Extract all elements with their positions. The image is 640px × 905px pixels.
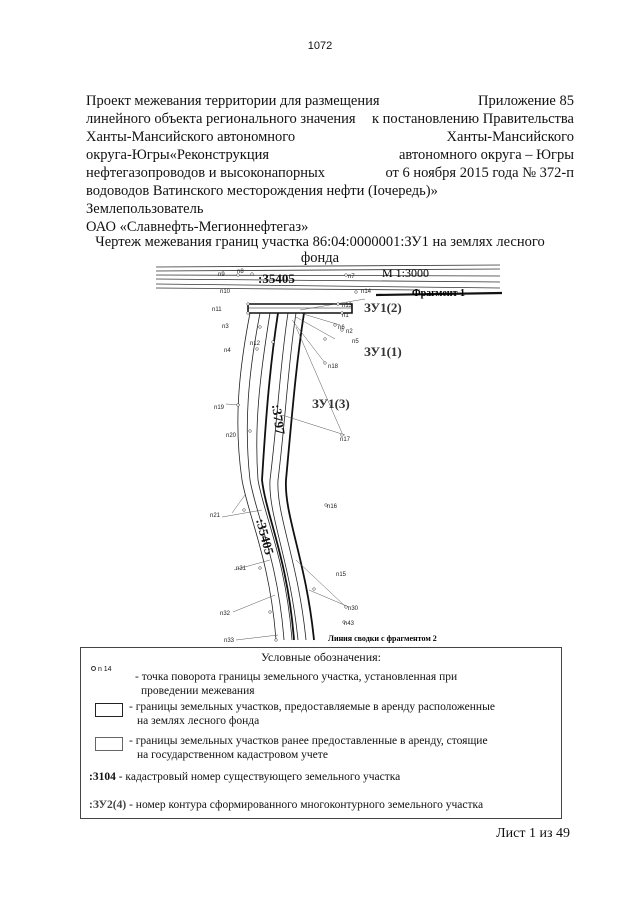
legend-item: - границы земельных участков, предоставл…	[129, 700, 495, 728]
legend-item: - границы земельных участков ранее предо…	[129, 734, 488, 762]
project-title-line: нефтегазопроводов и высоконапорных	[86, 165, 325, 181]
registered-boundary-symbol	[95, 737, 123, 751]
point-label: n21	[210, 513, 221, 519]
point-label: n12	[250, 341, 261, 347]
point-label: n5	[352, 339, 359, 345]
point-circle-icon	[91, 666, 96, 671]
project-title-line: водоводов Ватинского месторождения нефти…	[86, 183, 438, 199]
contour-symbol: :ЗУ2(4)	[89, 799, 127, 811]
drawing-title-line: Чертеж межевания границ участка 86:04:00…	[95, 234, 545, 250]
project-title-line: линейного объекта регионального значения	[86, 111, 356, 127]
legend-item: - точка поворота границы земельного учас…	[135, 670, 457, 698]
page-number: 1072	[307, 40, 333, 52]
boundary-map: n9 n8 n7 n14 n13 n1 n10 n11 n3 n4 n12 n6…	[155, 264, 503, 644]
point-label: n8	[237, 269, 244, 275]
appendix-line: Приложение 85	[478, 93, 574, 109]
fragment-rail	[375, 291, 503, 297]
appendix-line: автономного округа – Югры	[398, 147, 574, 163]
leader-lines	[221, 298, 366, 641]
legend-text: проведении межевания	[141, 685, 255, 697]
project-title-line: Проект межевания территории для размещен…	[86, 93, 380, 109]
drawing-title-line: фонда	[300, 250, 340, 266]
point-label: n11	[212, 307, 222, 313]
point-label: n43	[344, 621, 355, 627]
project-title-block: Проект межевания территории для размещен…	[86, 92, 438, 236]
point-symbol: n 14	[91, 666, 112, 673]
cadastral-symbol: :3104	[89, 771, 116, 783]
turning-points	[236, 272, 358, 642]
cadastral-number: :35405	[253, 517, 277, 557]
point-label: n20	[226, 433, 237, 439]
pipeline-corridor	[237, 312, 307, 641]
point-label: n33	[224, 638, 235, 644]
project-title-line: Ханты-Мансийского автономного	[86, 129, 296, 145]
point-label: n13	[342, 303, 353, 309]
point-label: n2	[346, 329, 353, 335]
contour-label: ЗУ1(2)	[364, 300, 402, 315]
legend-text: - границы земельных участков ранее предо…	[129, 735, 488, 747]
legend-text: - границы земельных участков, предоставл…	[129, 701, 495, 713]
point-label: n17	[340, 437, 351, 443]
point-label: n1	[342, 313, 349, 319]
land-user-label: Землепользователь	[86, 201, 204, 217]
contour-label: ЗУ1(3)	[312, 396, 350, 411]
point-label: n9	[218, 272, 225, 278]
point-label: n3	[222, 324, 229, 330]
point-label: n18	[328, 364, 339, 370]
point-label: n6	[338, 325, 345, 331]
cadastral-number: :3797	[269, 403, 288, 436]
fragment-label: Фрагмент 1	[412, 288, 465, 299]
legend-item: :3104 - кадастровый номер существующего …	[89, 770, 400, 784]
legend-text: - точка поворота границы земельного учас…	[135, 671, 458, 683]
appendix-line: Ханты-Мансийского	[446, 129, 574, 145]
point-label: n4	[224, 348, 231, 354]
point-label: n7	[348, 274, 355, 280]
sheet-number: Лист 1 из 49	[496, 826, 570, 841]
contour-label: ЗУ1(1)	[364, 344, 402, 359]
point-label: n16	[327, 504, 338, 510]
drawing-title: Чертеж межевания границ участка 86:04:00…	[0, 234, 640, 266]
appendix-line: от 6 ноября 2015 года № 372-п	[385, 165, 575, 181]
legend-text: - номер контура сформированного многокон…	[129, 799, 484, 811]
legend-item: :ЗУ2(4) - номер контура сформированного …	[89, 798, 483, 812]
lease-boundary-symbol	[95, 703, 123, 717]
scale-label: М 1:3000	[382, 266, 429, 280]
point-label: n19	[214, 405, 225, 411]
legend-text: на государственном кадастровом учете	[137, 749, 328, 761]
legend-title: Условные обозначения:	[260, 650, 382, 664]
legend-text: на землях лесного фонда	[137, 715, 260, 727]
point-label: n14	[361, 289, 372, 295]
point-symbol-label: n 14	[97, 666, 112, 673]
cadastral-number: :35405	[258, 271, 295, 286]
point-label: n31	[236, 566, 247, 572]
legend-text: - кадастровый номер существующего земель…	[118, 771, 401, 783]
land-user-name: ОАО «Славнефть-Мегионнефтегаз»	[86, 219, 309, 235]
appendix-line: к постановлению Правительства	[372, 111, 574, 127]
point-label: n30	[348, 606, 359, 612]
project-title-line: округа-Югры«Реконструкция	[86, 147, 270, 163]
road-lines	[155, 264, 501, 291]
zu1-outline	[261, 312, 315, 641]
legend: Условные обозначения: n 14 - точка повор…	[80, 647, 562, 819]
point-label: n10	[220, 289, 231, 295]
point-label: n32	[220, 611, 231, 617]
junction-line-label: Линия сводки с фрагментом 2	[328, 634, 437, 643]
appendix-block: Приложение 85 к постановлению Правительс…	[372, 92, 574, 182]
zu1-2-outline	[247, 303, 353, 314]
point-label: n15	[336, 572, 347, 578]
